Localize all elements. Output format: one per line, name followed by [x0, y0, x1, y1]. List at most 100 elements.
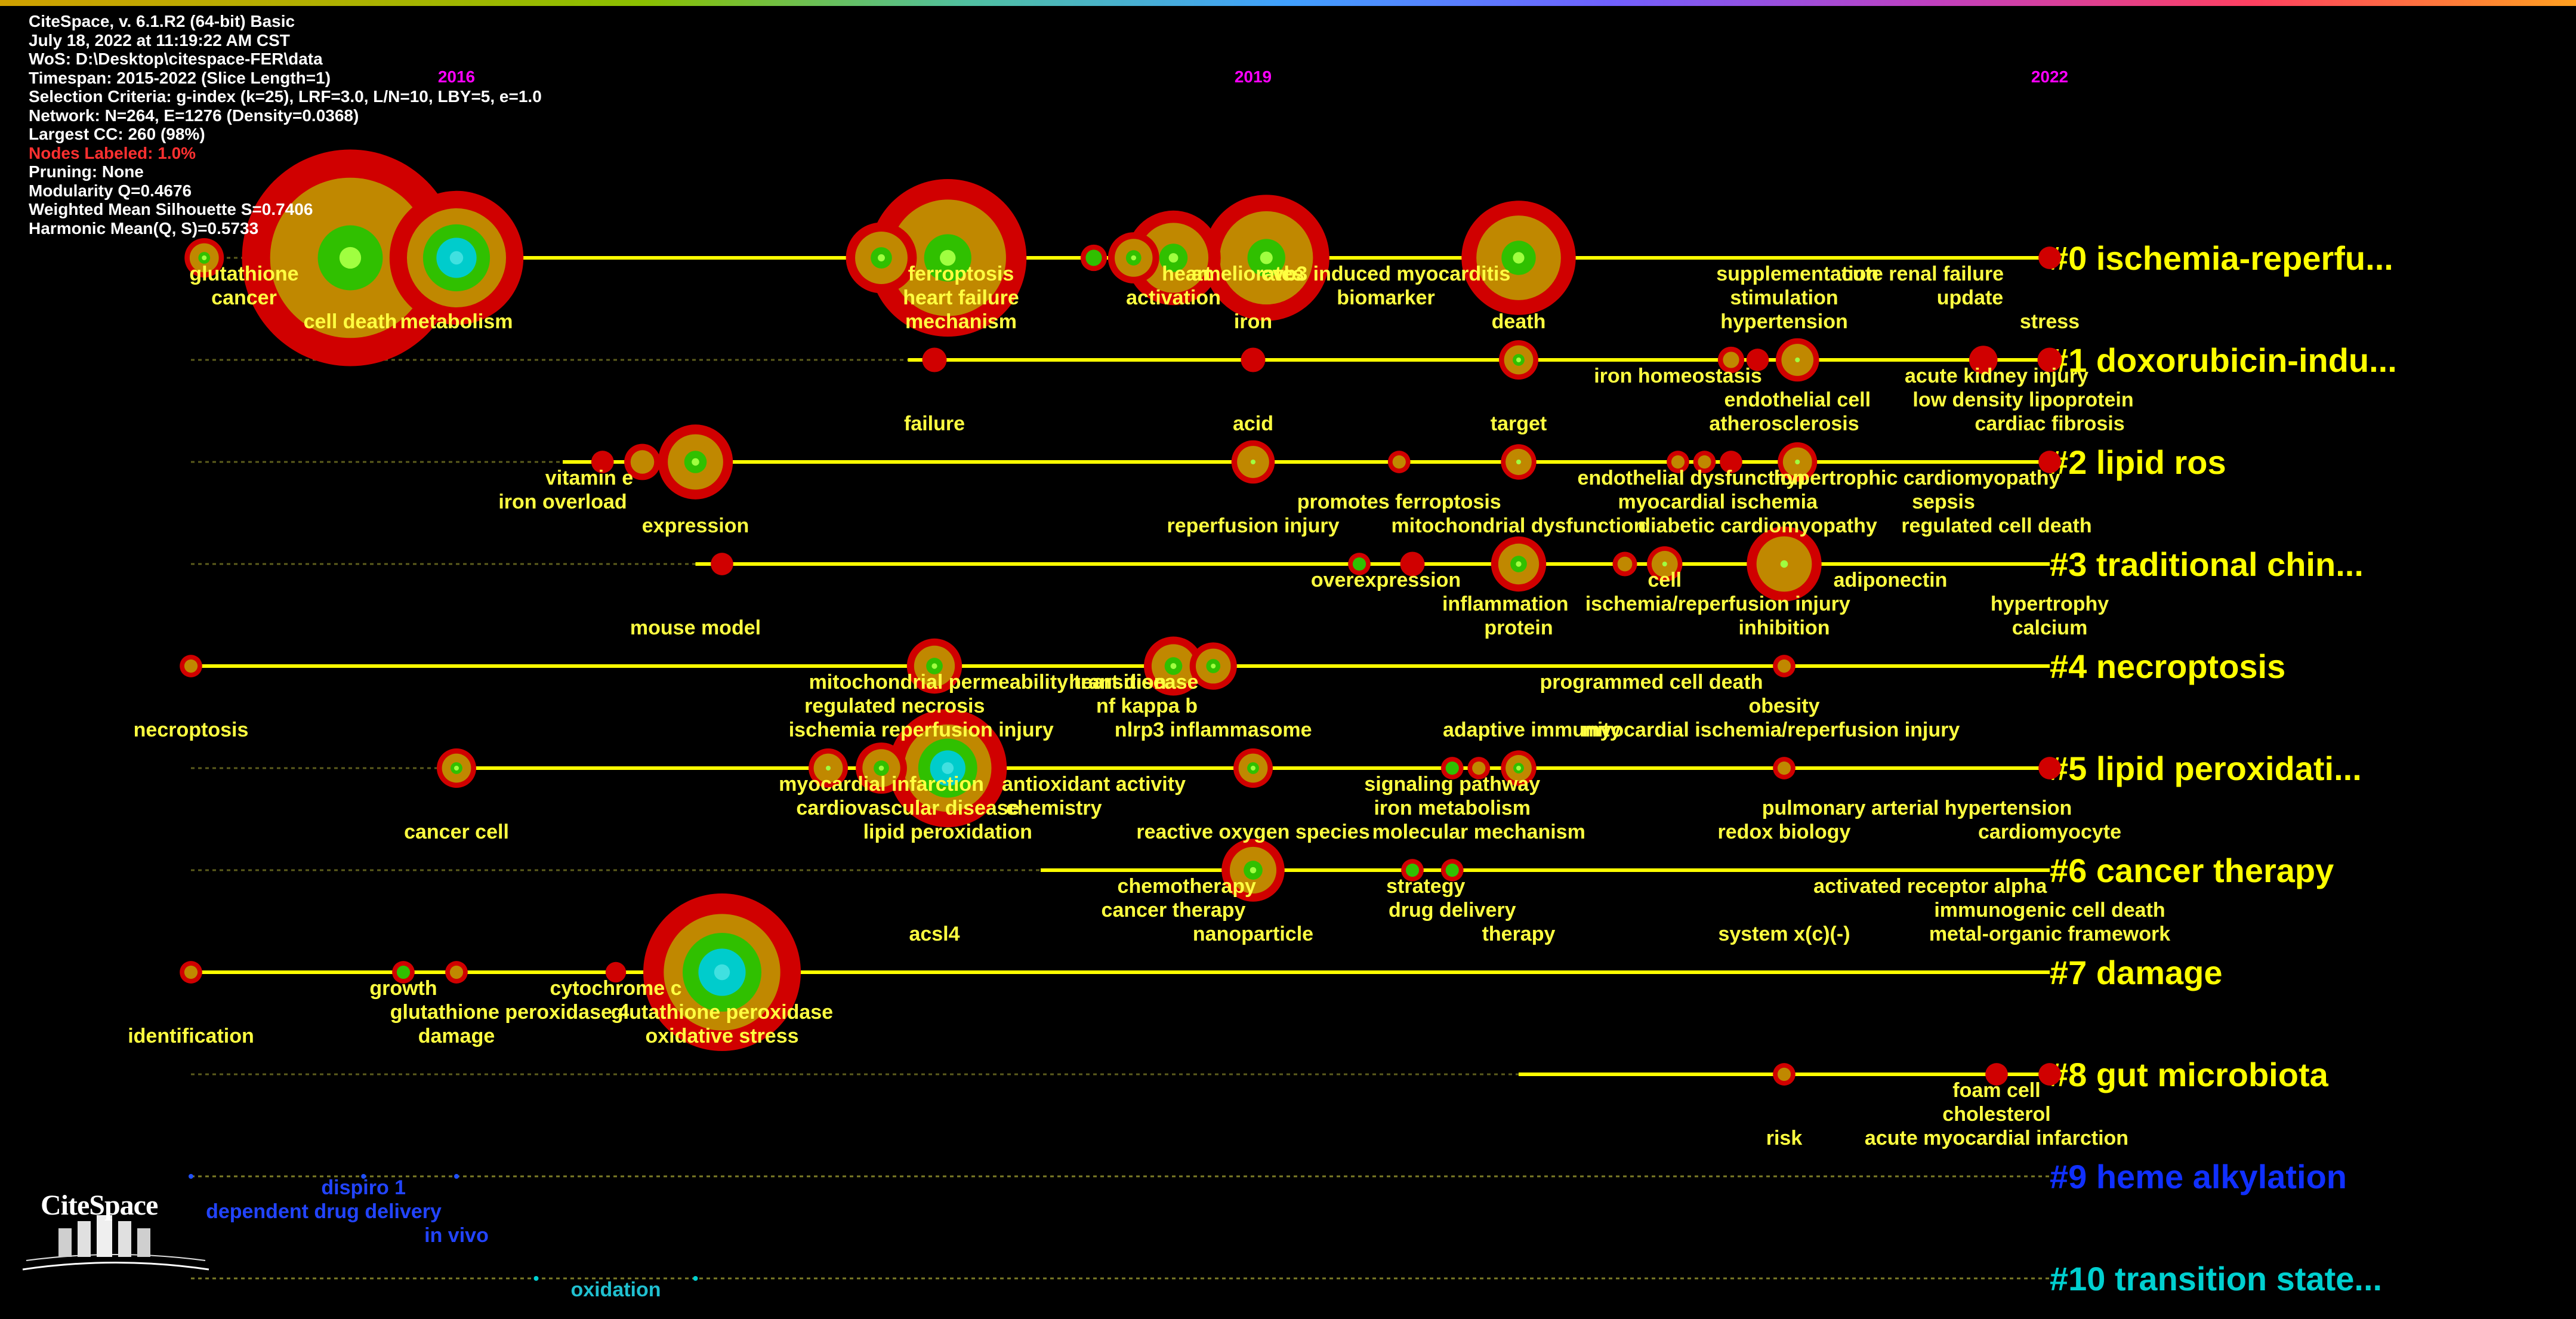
keyword-label[interactable]: nf kappa b — [1096, 695, 1198, 717]
keyword-node[interactable] — [445, 961, 468, 984]
cluster-label[interactable]: #9 heme alkylation — [2050, 1158, 2347, 1195]
keyword-node[interactable] — [1080, 244, 1107, 272]
keyword-label[interactable]: necroptosis — [134, 719, 249, 741]
keyword-node[interactable] — [1189, 642, 1237, 690]
keyword-label[interactable]: chemistry — [1006, 797, 1102, 819]
keyword-node[interactable] — [1693, 451, 1716, 473]
keyword-label[interactable]: growth — [369, 977, 437, 1000]
keyword-label[interactable]: identification — [128, 1025, 254, 1047]
keyword-label[interactable]: foam cell — [1952, 1079, 2040, 1102]
keyword-node[interactable] — [1144, 636, 1203, 696]
keyword-label[interactable]: damage — [418, 1025, 495, 1047]
keyword-label[interactable]: dependent drug delivery — [206, 1200, 442, 1223]
keyword-label[interactable]: failure — [904, 412, 965, 435]
keyword-label[interactable]: glutathione peroxidase — [611, 1001, 833, 1024]
keyword-label[interactable]: sepsis — [1912, 491, 1975, 513]
keyword-label[interactable]: regulated cell death — [1901, 514, 2091, 537]
keyword-label[interactable]: ischemia reperfusion injury — [789, 719, 1054, 741]
keyword-label[interactable]: signaling pathway — [1364, 773, 1540, 796]
keyword-label[interactable]: acsl4 — [909, 923, 960, 945]
keyword-label[interactable]: endothelial cell — [1724, 389, 1871, 411]
keyword-label[interactable]: mitochondrial permeability transition — [809, 671, 1167, 694]
keyword-node[interactable] — [242, 149, 459, 366]
keyword-label[interactable]: oxidative stress — [645, 1025, 798, 1047]
keyword-label[interactable]: stress — [2020, 310, 2080, 333]
keyword-label[interactable]: acute kidney injury — [1905, 365, 2088, 387]
keyword-node[interactable] — [1667, 451, 1689, 473]
keyword-label[interactable]: redox biology — [1718, 821, 1851, 843]
keyword-node[interactable] — [605, 961, 627, 983]
keyword-label[interactable]: hypertrophy — [1991, 593, 2109, 615]
keyword-label[interactable]: target — [1491, 412, 1547, 435]
keyword-label[interactable]: reperfusion injury — [1167, 514, 1339, 537]
keyword-label[interactable]: ischemia/reperfusion injury — [1585, 593, 1850, 615]
keyword-node[interactable] — [389, 190, 524, 325]
keyword-label[interactable]: iron overload — [498, 491, 627, 513]
keyword-node[interactable] — [1387, 451, 1411, 473]
keyword-node[interactable] — [658, 424, 733, 500]
keyword-label[interactable]: mitochondrial dysfunction — [1392, 514, 1646, 537]
keyword-label[interactable]: cardiovascular disease — [796, 797, 1019, 819]
keyword-label[interactable]: metal-organic framework — [1929, 923, 2170, 945]
keyword-label[interactable]: glutathione — [189, 263, 298, 285]
cluster-label[interactable]: #4 necroptosis — [2050, 648, 2285, 685]
keyword-node[interactable] — [1969, 346, 1998, 374]
keyword-node[interactable] — [1501, 750, 1537, 786]
cluster-label[interactable]: #7 damage — [2050, 954, 2223, 991]
keyword-node[interactable] — [180, 655, 202, 677]
keyword-label[interactable]: risk — [1766, 1127, 1803, 1149]
keyword-node[interactable] — [906, 638, 962, 694]
cluster-label[interactable]: #0 ischemia-reperfu... — [2050, 239, 2393, 277]
keyword-node[interactable] — [1775, 338, 1819, 382]
keyword-label[interactable]: adiponectin — [1834, 569, 1948, 591]
keyword-label[interactable]: iron — [1234, 310, 1272, 333]
keyword-label[interactable]: atherosclerosis — [1709, 412, 1859, 435]
keyword-label[interactable]: cancer — [211, 286, 277, 309]
keyword-node[interactable] — [889, 709, 1007, 827]
keyword-node[interactable] — [846, 222, 917, 294]
keyword-label[interactable]: low density lipoprotein — [1912, 389, 2133, 411]
keyword-node[interactable] — [591, 451, 614, 473]
keyword-node[interactable] — [922, 347, 947, 372]
keyword-node[interactable] — [2038, 451, 2061, 473]
cluster-label[interactable]: #10 transition state... — [2050, 1260, 2382, 1298]
cluster-label[interactable]: #5 lipid peroxidati... — [2050, 750, 2362, 787]
keyword-node[interactable] — [1241, 347, 1266, 372]
keyword-node[interactable] — [1773, 757, 1796, 779]
keyword-node[interactable] — [1348, 553, 1371, 575]
keyword-label[interactable]: cholesterol — [1942, 1103, 2050, 1126]
keyword-node[interactable] — [809, 748, 848, 788]
keyword-label[interactable]: heart disease — [1069, 671, 1198, 694]
keyword-label[interactable]: overexpression — [1311, 569, 1461, 591]
keyword-label[interactable]: protein — [1484, 617, 1553, 639]
keyword-label[interactable]: acute myocardial infarction — [1865, 1127, 2128, 1149]
keyword-label[interactable]: promotes ferroptosis — [1297, 491, 1501, 513]
keyword-label[interactable]: inhibition — [1739, 617, 1830, 639]
keyword-label[interactable]: mouse model — [630, 617, 761, 639]
keyword-label[interactable]: immunogenic cell death — [1934, 899, 2165, 922]
keyword-label[interactable]: activated receptor alpha — [1813, 875, 2047, 898]
keyword-label[interactable]: heart — [1162, 263, 1211, 285]
keyword-node[interactable] — [1778, 442, 1818, 482]
keyword-node[interactable] — [1231, 440, 1275, 484]
keyword-node[interactable] — [2038, 1063, 2061, 1086]
keyword-node[interactable] — [1107, 232, 1159, 283]
keyword-label[interactable]: cell — [1648, 569, 1682, 591]
keyword-label[interactable]: regulated necrosis — [804, 695, 985, 717]
keyword-node[interactable] — [1491, 536, 1547, 592]
keyword-label[interactable]: calcium — [2012, 617, 2088, 639]
keyword-node[interactable] — [1746, 349, 1769, 371]
keyword-label[interactable]: oxidation — [570, 1278, 661, 1301]
keyword-node[interactable] — [437, 748, 476, 788]
keyword-label[interactable]: molecular mechanism — [1372, 821, 1585, 843]
keyword-label[interactable]: dispiro 1 — [321, 1176, 406, 1199]
keyword-label[interactable]: in vivo — [424, 1224, 489, 1247]
keyword-node[interactable] — [1203, 195, 1329, 321]
keyword-node[interactable] — [1400, 551, 1425, 577]
keyword-node[interactable] — [1401, 859, 1424, 882]
keyword-node[interactable] — [711, 553, 733, 575]
keyword-node[interactable] — [624, 443, 661, 480]
keyword-node[interactable] — [1773, 655, 1796, 677]
keyword-label[interactable]: expression — [642, 514, 749, 537]
